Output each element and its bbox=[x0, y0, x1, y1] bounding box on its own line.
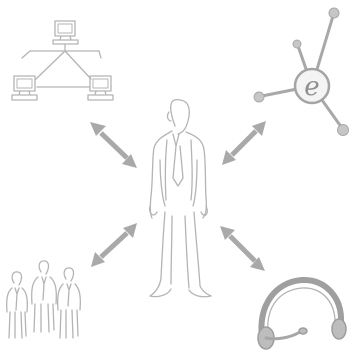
network-computer-right bbox=[87, 75, 114, 101]
headset-mic bbox=[298, 327, 308, 335]
person-icon bbox=[148, 98, 212, 298]
arrow-top-right bbox=[222, 121, 266, 165]
headset-right-cup bbox=[331, 318, 347, 340]
hub-node-top bbox=[328, 7, 340, 19]
hub-node-bottom bbox=[337, 124, 349, 136]
group-person-1 bbox=[6, 271, 28, 339]
e-hub-icon: e bbox=[253, 7, 349, 136]
hub-letter: e bbox=[304, 72, 319, 102]
headset-mic-boom bbox=[264, 330, 302, 341]
hub-node-left bbox=[253, 91, 265, 103]
group-icon bbox=[6, 260, 81, 339]
network-computer-top bbox=[52, 20, 79, 45]
headset-icon bbox=[257, 276, 347, 350]
arrow-top-left bbox=[90, 122, 137, 168]
group-person-3 bbox=[57, 267, 81, 339]
network-icon bbox=[11, 20, 114, 101]
arrow-bottom-left bbox=[91, 223, 137, 267]
group-person-2 bbox=[31, 260, 57, 333]
hub-node-upper-left bbox=[292, 39, 302, 49]
network-computer-left bbox=[11, 75, 38, 101]
hub-center bbox=[293, 67, 331, 105]
arrow-bottom-right bbox=[220, 226, 265, 271]
